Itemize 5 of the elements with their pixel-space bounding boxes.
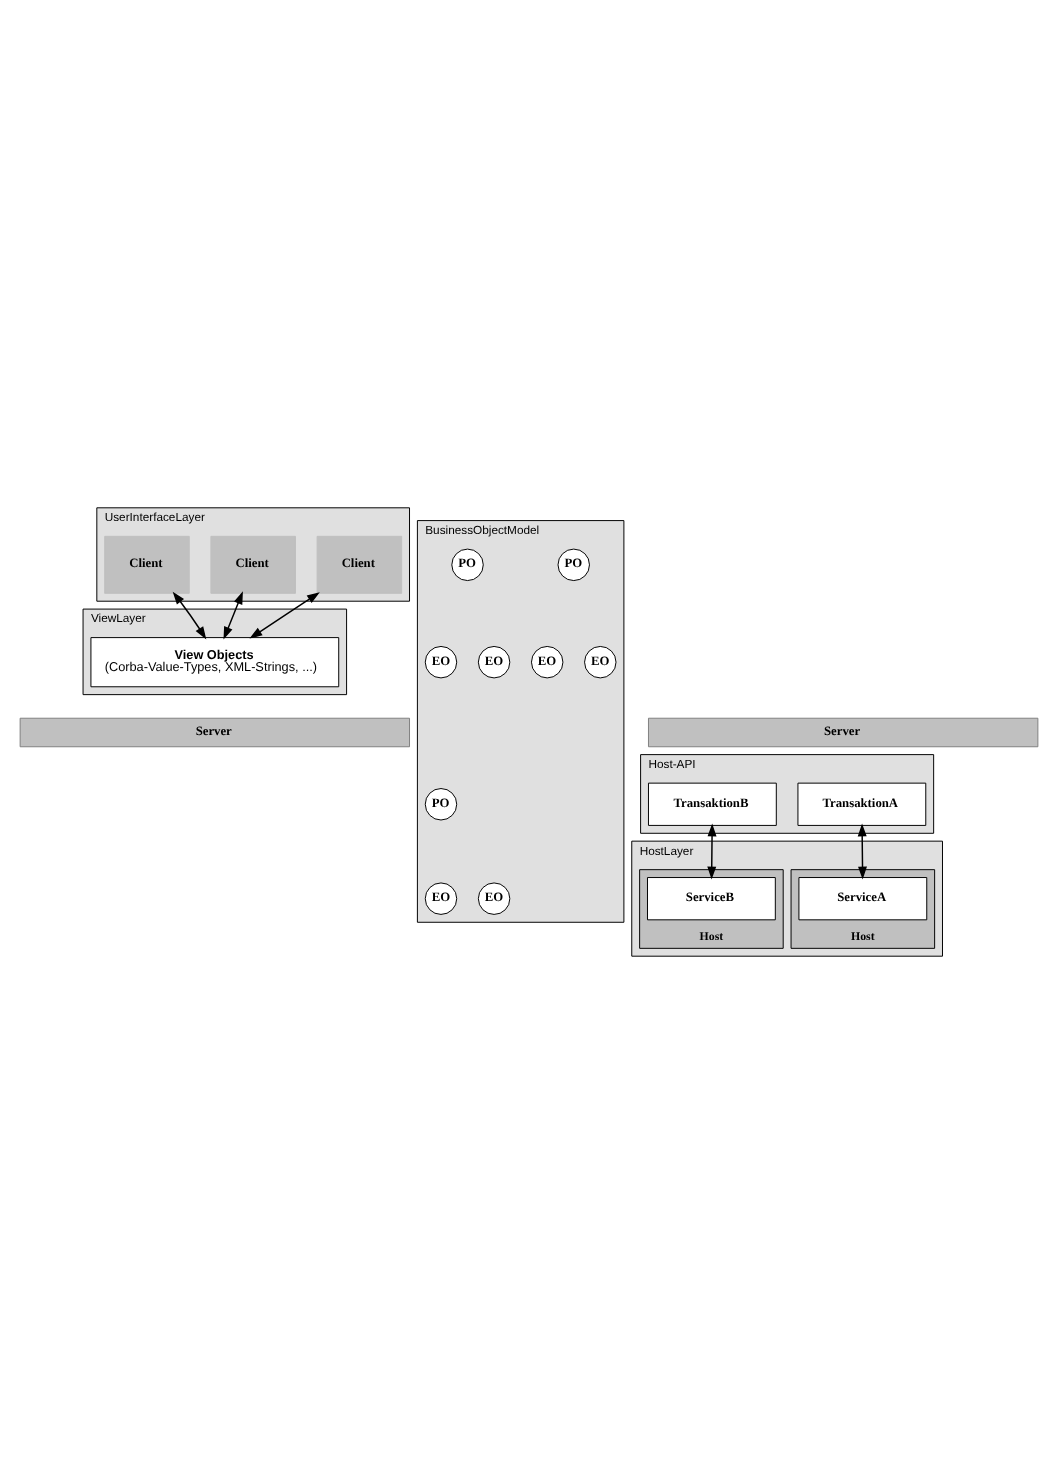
arrow — [223, 590, 243, 639]
arrow — [707, 822, 717, 879]
arrow — [172, 590, 207, 639]
arrow — [249, 591, 320, 638]
arrow — [857, 822, 867, 879]
